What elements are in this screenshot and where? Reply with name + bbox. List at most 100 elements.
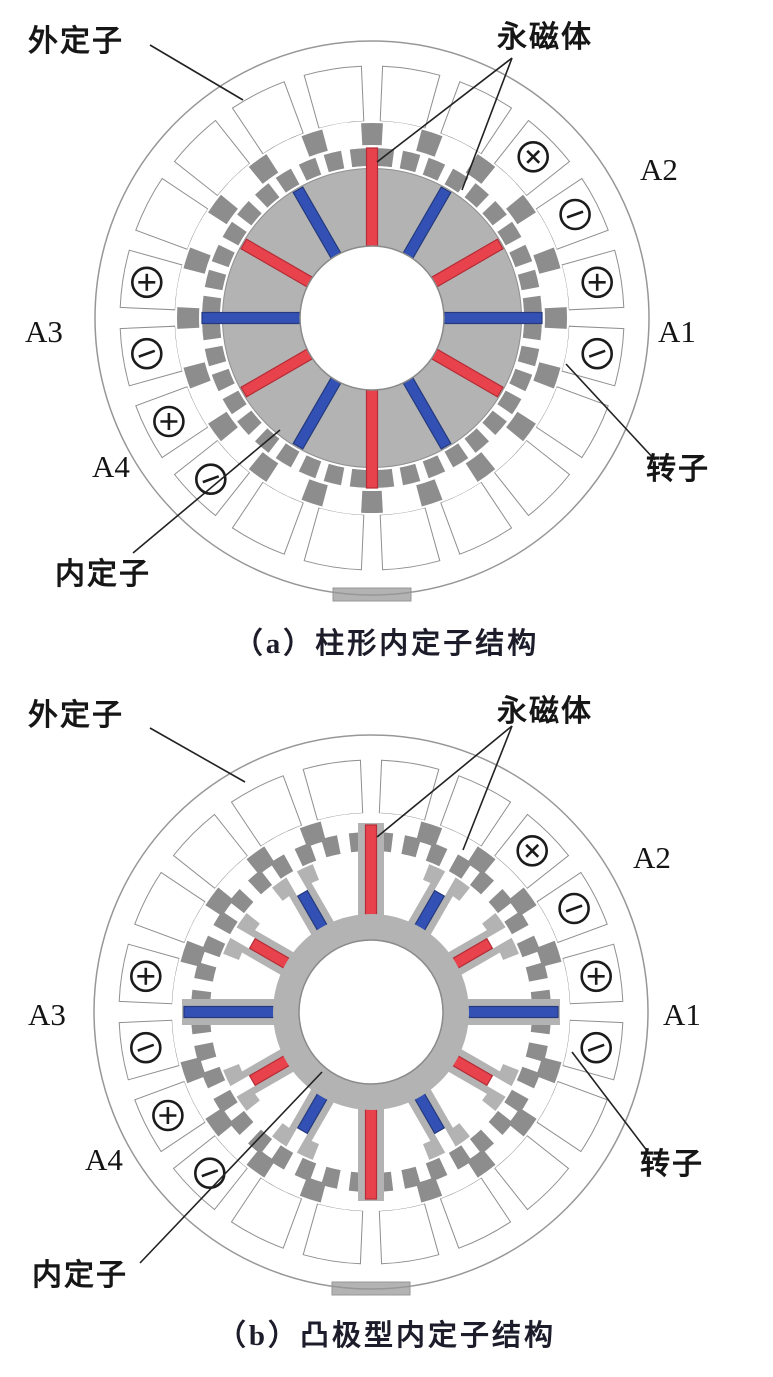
leader-rotor — [571, 1051, 649, 1153]
rotor-segment — [488, 1110, 513, 1135]
label-coil-a4-a: A4 — [92, 449, 130, 484]
rotor-segment — [211, 368, 235, 392]
tooth-tip — [208, 411, 238, 442]
stator-slot — [119, 325, 183, 387]
label-coil-a3-b: A3 — [28, 997, 66, 1032]
rotor-segment — [270, 854, 294, 879]
rotor-segment — [469, 1129, 494, 1154]
rotor-segment — [201, 1066, 226, 1089]
tooth-tip — [465, 452, 496, 482]
caption-b: （b）凸极型内定子结构 — [216, 1320, 557, 1352]
stator-slot — [562, 943, 624, 1005]
rotor-segment — [516, 935, 541, 958]
tooth-tip — [205, 1107, 234, 1137]
tooth-tip — [208, 194, 238, 225]
rotor-segment — [229, 889, 254, 914]
pole-air-gap — [173, 997, 182, 1027]
label-coil-a2-a: A2 — [640, 152, 678, 187]
tooth-tip — [246, 846, 276, 875]
magnet-tip-gap — [285, 1127, 308, 1154]
leader-lines — [139, 725, 649, 1264]
label-rotor-b: 转子 — [640, 1148, 704, 1181]
rotor-segment — [401, 835, 421, 858]
rotor-segment — [422, 157, 446, 181]
label-coil-a2-b: A2 — [633, 840, 671, 875]
label-coil-a3-a: A3 — [25, 314, 63, 349]
stator-slot — [303, 507, 365, 571]
rotor-segment — [213, 1089, 238, 1113]
leader-inner-stator — [139, 1071, 323, 1264]
magnet-tip-gap — [434, 870, 457, 897]
inner-stator — [201, 147, 543, 489]
rotor-segment — [321, 1166, 341, 1189]
tooth-tip — [536, 1057, 562, 1084]
circle-minus-icon — [131, 337, 163, 370]
rotor-segment — [399, 463, 421, 486]
rotor-segment — [275, 168, 300, 193]
tooth-tip — [533, 362, 561, 389]
rotor-segment — [237, 410, 262, 435]
pole-air-gap — [560, 997, 569, 1027]
rotor-segment — [323, 463, 345, 486]
tooth-tip — [299, 1177, 326, 1203]
rotor-segment — [294, 1157, 317, 1182]
tooth-tip — [246, 1149, 276, 1178]
rotor-segment — [448, 1145, 472, 1170]
tooth-tip — [416, 479, 443, 507]
label-inner-stator-b: 内定子 — [32, 1259, 128, 1292]
rotor-segment — [482, 410, 507, 435]
tooth-tip — [180, 940, 206, 967]
rotor-segment — [482, 201, 507, 226]
stator-slot — [231, 481, 304, 555]
rotor-segment — [213, 911, 238, 935]
circle-plus-icon — [153, 405, 185, 438]
rotor-segment — [376, 468, 395, 488]
rotor-segment — [516, 1066, 541, 1089]
tooth-tip — [301, 479, 328, 507]
circle-minus-icon — [559, 198, 591, 231]
rotor-segment — [504, 1089, 529, 1113]
tooth-tip — [466, 846, 496, 875]
rotor-segment — [204, 345, 227, 367]
rotor-segment — [248, 870, 273, 895]
tooth-tip — [180, 1057, 206, 1084]
stator-slot — [231, 81, 304, 155]
label-coil-a1-b: A1 — [663, 997, 701, 1032]
tooth-tip — [416, 129, 443, 157]
rotor-segment — [497, 390, 522, 415]
circle-plus-icon — [580, 960, 613, 993]
rotor-segment — [469, 870, 494, 895]
magnet-tip-gap — [486, 926, 513, 949]
rotor-segment — [444, 443, 469, 468]
rotor-segment — [497, 221, 522, 246]
leader-magnet-2 — [461, 57, 513, 191]
rotor-segment — [323, 150, 345, 173]
stator-slot — [135, 177, 209, 250]
stator-slot — [379, 507, 441, 571]
rotor-segment — [401, 1166, 421, 1189]
circle-plus-icon — [131, 266, 163, 299]
diagram-b-canvas — [93, 725, 649, 1296]
rotor-segment — [509, 368, 533, 392]
stator-slot — [134, 871, 206, 944]
stator-slot — [230, 775, 303, 847]
rotor-segment — [237, 201, 262, 226]
rotor-segment — [202, 322, 222, 341]
rotor-segment — [222, 221, 247, 246]
magnet-tip-gap — [486, 1075, 513, 1098]
rotor-segment — [201, 935, 226, 958]
stator-slot — [440, 81, 513, 155]
rotor-segment — [255, 183, 280, 208]
rotor-segment — [349, 468, 368, 488]
rotor-segment — [522, 322, 542, 341]
rotor-segment — [321, 835, 341, 858]
rotor-segment — [425, 842, 448, 867]
rotor-segment — [298, 157, 322, 181]
circle-plus-icon — [130, 960, 162, 993]
circle-cross-icon — [517, 141, 550, 173]
circle-minus-icon — [558, 892, 590, 925]
stator-slot — [118, 1019, 180, 1081]
stator-slot — [302, 1203, 364, 1265]
rotor-segment — [525, 962, 548, 982]
rotor-segment — [504, 911, 529, 935]
